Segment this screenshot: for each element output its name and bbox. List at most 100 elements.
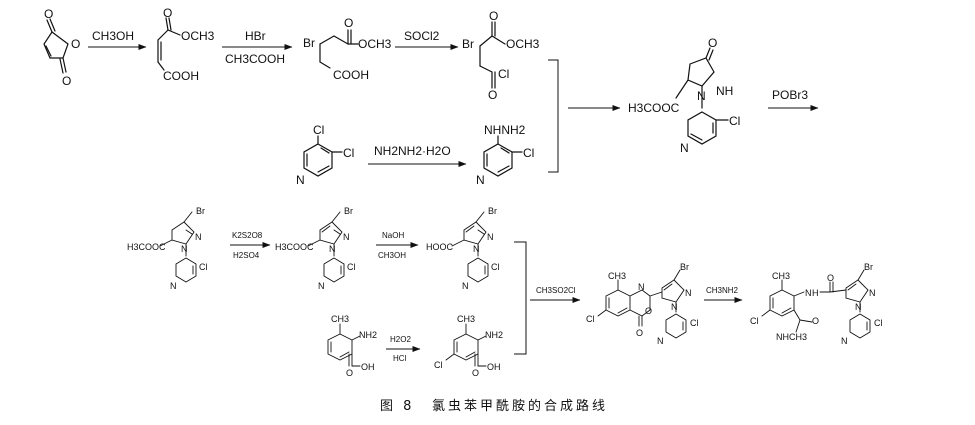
atom-o: O — [472, 368, 479, 378]
atom-cl: Cl — [729, 114, 740, 128]
atom-cl: Cl — [586, 314, 595, 324]
reagent-label: CH3OH — [92, 29, 134, 43]
reagent-label: NH2NH2·H2O — [374, 144, 451, 158]
atom-h: H — [812, 288, 819, 298]
atom-n: N — [680, 141, 689, 155]
atom-cl: Cl — [690, 318, 699, 328]
bracket — [548, 59, 559, 173]
ester-group: H3COOC — [127, 242, 166, 252]
atom-cl: Cl — [750, 316, 759, 326]
atom-n: N — [697, 89, 706, 103]
atom-br: Br — [303, 36, 315, 50]
atom-cl: Cl — [199, 262, 208, 272]
atom-br: Br — [462, 37, 474, 51]
atom-n: N — [855, 302, 862, 312]
bromo-pyrazole-ester: Br N H3COOC N Cl N — [275, 206, 356, 291]
reagent-label: CH3SO2Cl — [536, 286, 576, 295]
reagent-label: K2S2O8 — [232, 231, 263, 240]
atom-o: O — [163, 6, 172, 20]
atom-n: N — [296, 173, 305, 187]
acid-group: HOOC — [426, 242, 454, 252]
methyl-group: CH3 — [331, 314, 349, 324]
atom-br: Br — [196, 206, 205, 216]
atom-n: N — [473, 244, 480, 254]
atom-br: Br — [864, 262, 873, 272]
atom-cl: Cl — [343, 146, 354, 160]
atom-cl: Cl — [347, 262, 356, 272]
figure-number: 图 8 — [380, 399, 414, 414]
atom-o: O — [812, 316, 819, 326]
reagent-label: HBr — [245, 29, 266, 43]
amine-group: NH2 — [359, 330, 377, 340]
atom-n: N — [181, 244, 188, 254]
methyl-group: CH3 — [457, 314, 475, 324]
pyrazolidinone: O NH N H3COOC Cl N — [628, 36, 740, 155]
atom-n: N — [476, 173, 485, 187]
atom-nh: NH — [716, 84, 733, 98]
atom-cl: Cl — [523, 146, 534, 160]
atom-n: N — [657, 336, 664, 346]
methyl-hydrogen-maleate: O OCH3 COOH — [157, 6, 215, 83]
atom-cl: Cl — [313, 123, 324, 137]
atom-br: Br — [488, 206, 497, 216]
reagent-label: H2O2 — [390, 335, 411, 344]
atom-o: O — [44, 7, 53, 21]
figure-caption: 氯虫苯甲酰胺的合成路线 — [432, 398, 608, 414]
methylamide-group: NHCH3 — [776, 332, 807, 342]
atom-cl: Cl — [434, 360, 443, 370]
atom-n: N — [805, 288, 812, 298]
atom-n: N — [841, 336, 848, 346]
atom-br: Br — [680, 262, 689, 272]
dichloropyridine: Cl Cl N — [296, 123, 354, 187]
atom-o: O — [344, 16, 353, 30]
atom-o: O — [708, 36, 717, 50]
hydrazine-group: NHNH2 — [484, 123, 526, 137]
reagent-label: H2SO4 — [233, 251, 260, 260]
atom-o: O — [645, 306, 652, 316]
atom-n: N — [685, 288, 692, 298]
atom-br: Br — [344, 206, 353, 216]
methyl-group: CH3 — [608, 271, 626, 281]
atom-o: O — [62, 74, 71, 88]
atom-o: O — [488, 88, 497, 102]
bracket — [514, 241, 527, 355]
ester-group: OCH3 — [181, 29, 215, 43]
atom-o: O — [827, 273, 834, 283]
atom-n: N — [170, 281, 177, 291]
benzoxazinone: CH3 N Cl O O Br N N Cl N — [586, 262, 699, 346]
acid-group: COOH — [333, 68, 369, 82]
ester-group: H3COOC — [275, 242, 314, 252]
reagent-label: SOCl2 — [404, 29, 440, 43]
ester-group: H3COOC — [628, 101, 680, 115]
atom-o: O — [71, 37, 80, 51]
atom-o: O — [636, 328, 643, 338]
aminomethylbenzoic-acid: CH3 NH2 O OH — [327, 314, 377, 378]
acid-group: COOH — [163, 69, 199, 83]
reagent-label: NaOH — [382, 231, 404, 240]
hydroxyl-group: OH — [361, 362, 375, 372]
atom-n: N — [487, 232, 494, 242]
atom-n: N — [329, 244, 336, 254]
atom-n: N — [671, 302, 678, 312]
maleic-anhydride: O O O — [43, 7, 80, 88]
atom-n: N — [343, 232, 350, 242]
atom-cl: Cl — [498, 67, 509, 81]
atom-n: N — [318, 281, 325, 291]
atom-cl: Cl — [874, 318, 883, 328]
chloro-aminomethylbenzoic-acid: CH3 NH2 Cl O OH — [434, 314, 503, 378]
atom-n: N — [869, 288, 876, 298]
atom-n: N — [195, 232, 202, 242]
atom-n: N — [462, 281, 469, 291]
chlorantraniliprole: CH3 N H Cl O NHCH3 O Br N N Cl N — [750, 262, 883, 346]
acid-chloride: O Br OCH3 Cl O — [462, 9, 540, 102]
hydrazinopyridine: NHNH2 Cl N — [476, 123, 534, 187]
ester-group: OCH3 — [358, 37, 392, 51]
reagent-label: CH3OH — [378, 251, 406, 260]
methyl-group: CH3 — [772, 271, 790, 281]
atom-n: N — [638, 282, 645, 292]
reagent-label: CH3COOH — [225, 52, 285, 66]
amine-group: NH2 — [485, 330, 503, 340]
reagent-label: HCl — [393, 354, 407, 363]
bromo-succinate: Br O OCH3 COOH — [303, 16, 392, 82]
